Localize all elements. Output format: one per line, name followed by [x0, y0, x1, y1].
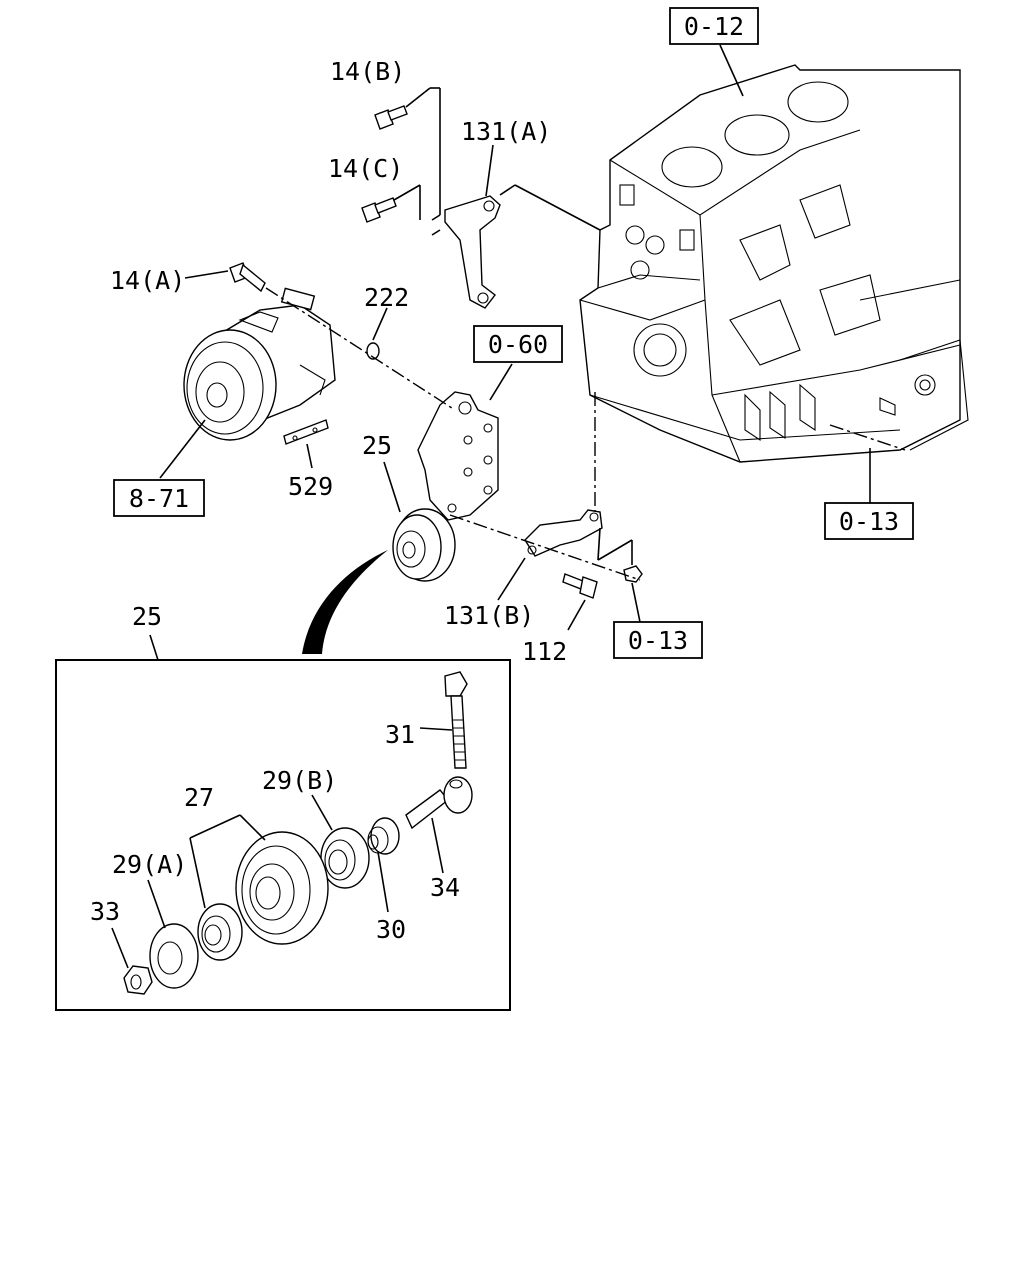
- ref-box-8-71[interactable]: 8-71: [113, 479, 205, 517]
- nut-0-13: [623, 565, 643, 583]
- callout-33: 33: [90, 897, 120, 926]
- bolt-112: [562, 573, 598, 599]
- ref-label-0-13-bottom: 0-13: [628, 626, 688, 655]
- bolt-14c: [361, 197, 397, 223]
- ref-box-0-13-bottom[interactable]: 0-13: [613, 621, 703, 659]
- ref-box-0-60[interactable]: 0-60: [473, 325, 563, 363]
- callout-529: 529: [288, 472, 333, 501]
- engine-block: [579, 64, 969, 463]
- ref-box-0-13-right[interactable]: 0-13: [824, 502, 914, 540]
- callout-14b: 14(B): [330, 57, 405, 86]
- bracket-529: [283, 419, 329, 445]
- bracket-131b: [524, 509, 603, 557]
- callout-25-detail: 25: [132, 602, 162, 631]
- callout-29a: 29(A): [112, 850, 187, 879]
- detail-leader-lines: [111, 727, 453, 969]
- callout-30: 30: [376, 915, 406, 944]
- callout-27: 27: [184, 783, 214, 812]
- ref-label-0-60: 0-60: [488, 330, 548, 359]
- idler-pulley: [392, 508, 456, 582]
- callout-131a: 131(A): [461, 117, 551, 146]
- compressor: [183, 287, 336, 441]
- callout-131b: 131(B): [444, 601, 534, 630]
- detail-pointer: [302, 550, 388, 654]
- callout-222: 222: [364, 283, 409, 312]
- callout-31: 31: [385, 720, 415, 749]
- idler-bracket: [417, 391, 499, 521]
- ref-label-0-13-right: 0-13: [839, 507, 899, 536]
- callout-14c: 14(C): [328, 154, 403, 183]
- bolt-14b: [374, 105, 408, 130]
- callout-34: 34: [430, 873, 460, 902]
- detail-box: [55, 659, 511, 1011]
- ref-label-8-71: 8-71: [129, 484, 189, 513]
- callout-25-top: 25: [362, 431, 392, 460]
- bolt-14a: [229, 262, 266, 293]
- callout-14a: 14(A): [110, 266, 185, 295]
- callout-112: 112: [522, 637, 567, 666]
- o-ring-222: [366, 342, 380, 360]
- callout-29b: 29(B): [262, 766, 337, 795]
- detail-parts: [123, 671, 473, 995]
- bracket-131a: [444, 195, 501, 309]
- leader-lines: [149, 44, 871, 661]
- ref-box-0-12[interactable]: 0-12: [669, 7, 759, 45]
- ref-label-0-12: 0-12: [684, 12, 744, 41]
